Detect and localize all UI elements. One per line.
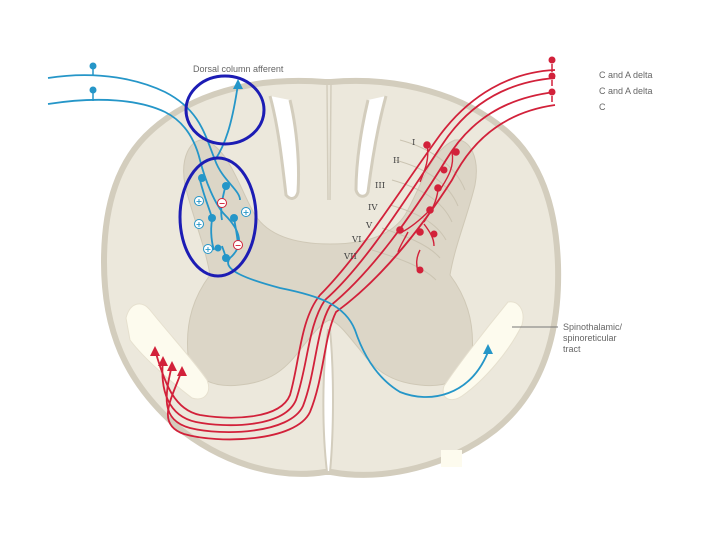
dorsal-column-afferent-label: Dorsal column afferent	[193, 64, 284, 74]
lamina-labels: I II III IV V VI VII	[343, 138, 415, 262]
laminae-lines	[371, 139, 466, 281]
highlight-circle-interneurons	[178, 156, 258, 278]
svg-text:+: +	[196, 220, 203, 229]
sign-badge: +	[241, 207, 251, 217]
nociceptive-fibers	[154, 69, 556, 441]
grey-matter	[183, 139, 477, 387]
sign-badge: +	[194, 196, 204, 206]
ventral-fissure	[322, 329, 334, 473]
fiber-label-c: C	[599, 102, 606, 112]
svg-text:+: +	[205, 245, 212, 254]
tract-label-line3: tract	[563, 344, 581, 354]
svg-text:−: −	[235, 241, 242, 250]
lamina-vi: VI	[351, 235, 362, 245]
dorsal-sulcus-right	[354, 95, 388, 198]
svg-text:−: −	[219, 199, 226, 208]
lamina-iv: IV	[368, 203, 378, 213]
lamina-iii: III	[375, 181, 385, 191]
nociceptive-neurons	[396, 56, 556, 274]
sign-badge: +	[203, 244, 213, 254]
dorsal-septum	[326, 83, 332, 201]
up-arrowhead-dorsal	[233, 79, 243, 89]
sign-badge: +	[194, 219, 204, 229]
fiber-label-c-a-delta-1: C and A delta	[599, 70, 653, 80]
cream-patch	[441, 450, 462, 467]
dorsal-sulcus-left	[268, 95, 301, 200]
tract-label-line2: spinoreticular	[563, 333, 617, 343]
dorsal-afferent-neurons	[89, 62, 238, 262]
lamina-i: I	[412, 138, 415, 148]
lamina-ii: II	[393, 156, 400, 166]
red-arrowheads	[150, 346, 187, 376]
interneuron-signs: + − + + + −	[194, 196, 251, 254]
lamina-vii: VII	[343, 252, 357, 262]
lamina-v: V	[365, 221, 373, 231]
sign-badge: −	[217, 198, 227, 208]
fiber-label-c-a-delta-2: C and A delta	[599, 86, 653, 96]
tract-label-line1: Spinothalamic/	[563, 322, 623, 332]
svg-text:+: +	[196, 197, 203, 206]
svg-text:+: +	[243, 208, 250, 217]
sign-badge: −	[233, 240, 243, 250]
highlight-circle-dorsal	[184, 74, 266, 146]
up-arrowhead-tract	[483, 344, 493, 354]
tract-right	[442, 301, 524, 401]
